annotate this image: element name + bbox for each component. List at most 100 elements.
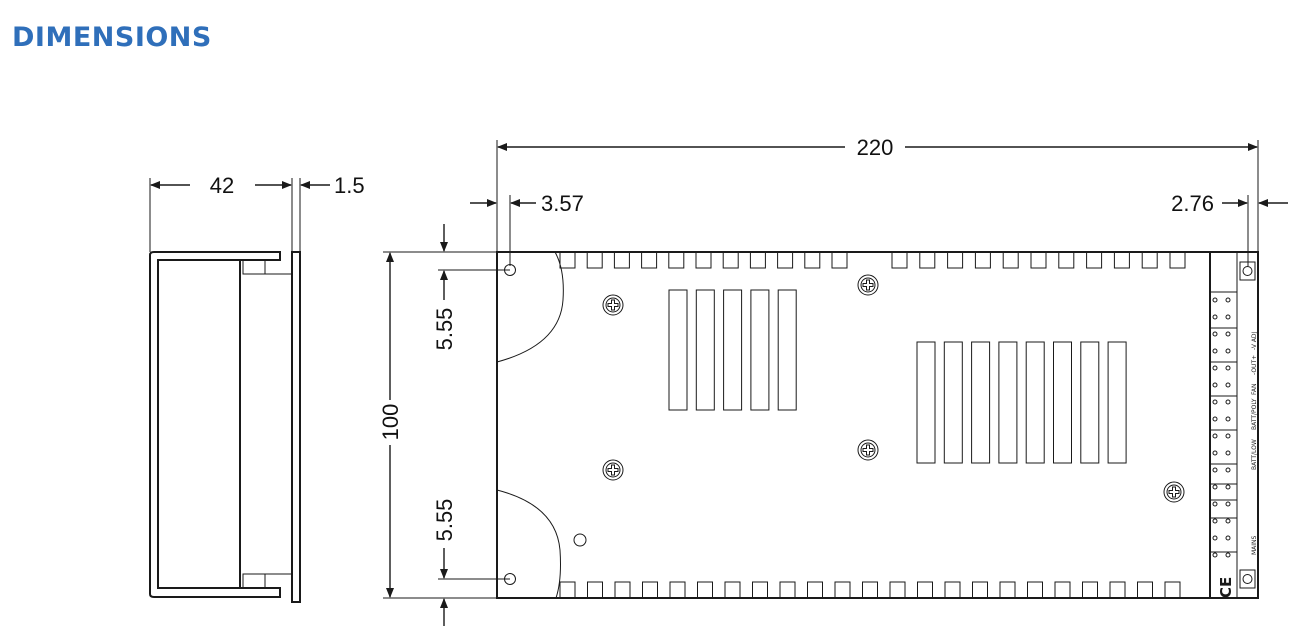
edge-vent-bottom [724,581,741,599]
edge-vent-bottom [1027,581,1043,599]
edge-vent-bottom [587,581,603,599]
terminal-pin [1225,331,1231,337]
terminal-pin [1225,399,1231,405]
screw-icon [857,274,879,296]
dim-bottom-hole-offset: 5.55 [432,499,457,542]
dim-width: 100 [378,404,403,441]
terminal-pin [1225,450,1231,456]
dim-overall-length: 220 [857,135,894,160]
terminal-pin [1212,501,1218,507]
edge-vent-top [891,251,908,269]
screw-icon [602,294,624,316]
edge-vent-bottom [807,581,823,599]
vent-slot [943,341,963,464]
mounting-hole-top-left [504,264,516,276]
vent-slot [777,289,797,411]
vent-slot [668,289,688,411]
terminal-pin [1212,518,1218,524]
terminal-pin [1212,365,1218,371]
mounting-hole-top-right [1242,266,1253,276]
edge-vent-top [1141,251,1158,269]
vent-slot [916,341,936,464]
edge-vent-top [749,251,766,269]
edge-vent-bottom [1054,581,1071,599]
screw-icon [857,439,879,461]
edge-vent-top [777,251,794,269]
edge-vent-top [831,251,848,269]
edge-vent-bottom [1164,581,1181,599]
vent-slot [1107,341,1127,464]
screws [602,274,1185,503]
terminal-pin [1212,399,1218,405]
edge-vent-top [559,251,576,269]
dim-flange-thickness: 1.5 [334,173,365,198]
terminal-pin [1212,552,1218,558]
terminal-pin [1225,484,1231,490]
terminal-pin [1225,433,1231,439]
ce-mark: CE [1217,577,1235,598]
edge-vent-bottom [1137,581,1153,599]
terminal-pin [1225,501,1231,507]
edge-vent-bottom [917,581,933,599]
terminal-pin [1225,416,1231,422]
screw-icon [602,459,624,481]
vent-slot [998,341,1018,464]
edge-vent-bottom [697,581,713,599]
edge-vent-bottom [834,581,851,599]
edge-vent-top [1169,251,1186,269]
terminal-pin [1225,297,1231,303]
label-batt-low: BATT/LOW [1251,439,1258,470]
terminal-pin [1225,552,1231,558]
label-mains: MAINS [1251,535,1258,555]
edge-vent-top [804,251,821,269]
vent-slot [1053,341,1072,464]
label-batt-poly: BATT/POLY [1251,398,1258,430]
top-dimensions: 220 3.57 2.76 [470,135,1288,266]
edge-vent-bottom [1082,581,1098,599]
indicator-hole [573,533,587,547]
edge-vent-bottom [614,581,631,599]
dim-left-hole-offset: 3.57 [541,191,584,216]
left-dimensions: 100 5.55 5.55 [378,224,510,626]
terminal-pin [1212,331,1218,337]
edge-vent-bottom [669,581,686,599]
edge-vent-top [1002,251,1019,269]
edge-vent-top [613,251,630,269]
edge-vent-top [641,251,658,269]
edge-vent-top [1058,251,1075,269]
edge-vent-bottom [559,581,576,599]
label-out: -OUT+ [1251,355,1258,375]
terminal-pin [1212,467,1218,473]
page-title: DIMENSIONS [12,22,212,53]
side-view: 42 1.5 [149,173,365,603]
dim-side-depth: 42 [210,173,234,198]
terminal-pin [1212,450,1218,456]
edge-vent-bottom [862,581,878,599]
edge-vent-top [695,251,712,269]
edge-vent-top [586,251,603,269]
edge-vent-bottom [642,581,658,599]
dim-right-hole-offset: 2.76 [1171,191,1214,216]
edge-vent-top [722,251,739,269]
vent-slot [750,289,770,411]
edge-vent-top [668,251,685,269]
edge-vent-top [974,251,991,269]
terminal-pin [1225,365,1231,371]
label-v-adj: -V ADJ [1251,331,1258,350]
mounting-hole-bottom-right [1242,574,1253,584]
terminal-pin [1212,416,1218,422]
terminal-pin [1212,484,1218,490]
edge-vent-top [1086,251,1103,269]
edge-vent-bottom [779,581,796,599]
terminal-pin [1225,518,1231,524]
terminal-pin [1212,433,1218,439]
edge-vent-top [947,251,964,269]
terminal-pin [1225,348,1231,354]
mounting-hole-bottom-left [504,573,516,585]
edge-vent-bottom [752,581,768,599]
terminal-pin [1225,382,1231,388]
vent-slots [559,251,1186,599]
vent-slot [1025,341,1045,464]
terminal-pin [1212,297,1218,303]
